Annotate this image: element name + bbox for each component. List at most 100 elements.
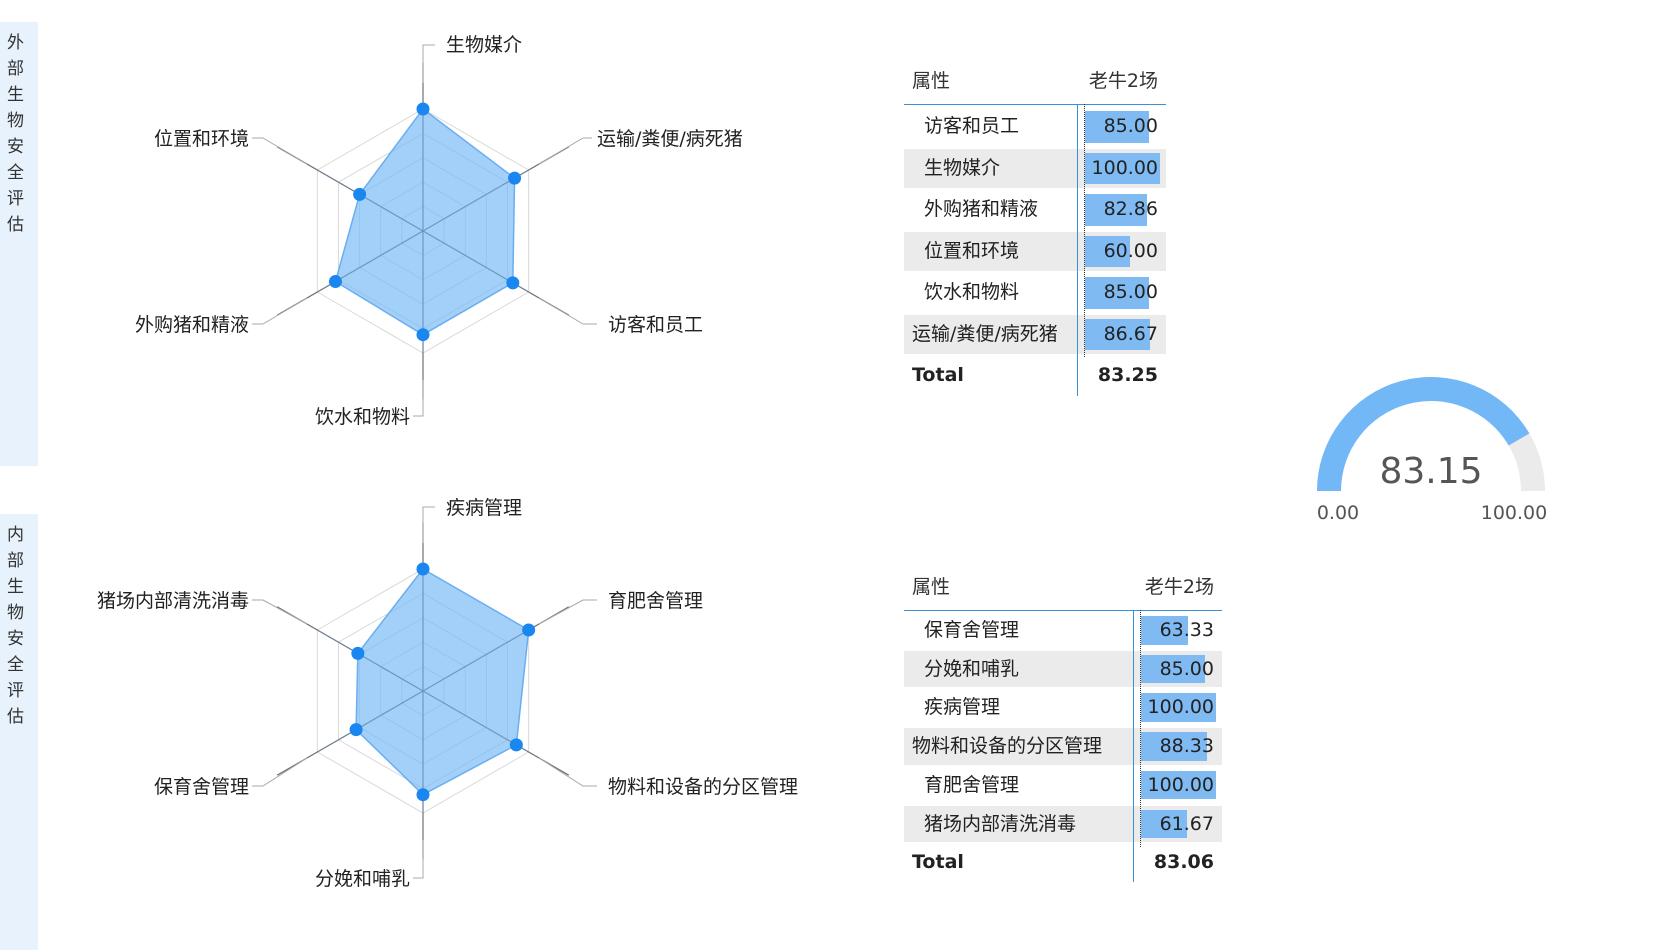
radar-axis-inner [317, 629, 424, 692]
table-cell-value: 85.00 [1103, 281, 1158, 303]
table-total-row: Total 83.06 [904, 844, 1222, 881]
table-cell-value: 82.86 [1103, 198, 1158, 220]
table-cell-value: 88.33 [1159, 735, 1214, 758]
table-row[interactable]: 育肥舍管理 100.00 [904, 767, 1222, 804]
radar-data-point[interactable] [328, 275, 342, 289]
sidebar-tab-external[interactable]: 外部生物安全评估 [0, 22, 38, 466]
column-header-farm[interactable]: 老牛2场 [1144, 576, 1214, 598]
radar-data-point[interactable] [416, 328, 430, 342]
radar-label-leader [413, 840, 424, 879]
table-total-label: Total [912, 851, 964, 874]
radar-data-point[interactable] [353, 187, 367, 201]
gauge-chart: 83.15 0.00 100.00 [1317, 377, 1547, 524]
table-data-bar [1141, 616, 1189, 645]
radar-axis-label: 猪场内部清洗消毒 [97, 590, 249, 612]
table-cell-attribute: 猪场内部清洗消毒 [924, 812, 1077, 835]
radar-data-point[interactable] [349, 723, 363, 737]
radar-axis-label: 饮水和物料 [315, 406, 410, 428]
table-cell-attribute: 外购猪和精液 [924, 198, 1039, 220]
table-header: 属性 老牛2场 [904, 554, 1222, 610]
table-row[interactable]: 物料和设备的分区管理 88.33 [904, 728, 1222, 765]
table-cell-attribute: 疾病管理 [924, 696, 1001, 719]
table-data-bar [1141, 732, 1208, 761]
radar-label-leader [413, 380, 424, 417]
radar-axis-label: 育肥舍管理 [608, 590, 703, 612]
gauge-min-label: 0.00 [1317, 502, 1359, 524]
table-data-bar [1141, 809, 1188, 839]
column-header-attribute[interactable]: 属性 [912, 70, 951, 92]
radar-data-point[interactable] [416, 562, 430, 576]
radar-axis-label: 生物媒介 [446, 34, 522, 56]
radar-data-point[interactable] [508, 171, 522, 185]
table-cell-attribute: 饮水和物料 [924, 281, 1020, 303]
table-data-bar [1141, 693, 1216, 723]
table-cell-value: 61.67 [1159, 812, 1214, 835]
table-cell-attribute: 生物媒介 [924, 156, 1001, 179]
radar-data-point[interactable] [416, 102, 430, 116]
radar-label-leader [252, 137, 308, 165]
table-cell-attribute: 分娩和哺乳 [924, 657, 1020, 680]
table-cell-value: 100.00 [1091, 156, 1158, 179]
table-cell-attribute: 物料和设备的分区管理 [912, 735, 1103, 758]
table-cell-value: 63.33 [1159, 619, 1214, 641]
table-data-bar [1141, 654, 1205, 684]
radar-axis-inner [317, 169, 424, 232]
table-cell-attribute: 育肥舍管理 [924, 773, 1020, 796]
radar-axis-label: 物料和设备的分区管理 [608, 776, 798, 798]
gauge-max-label: 100.00 [1481, 502, 1547, 524]
table-total-value: 83.06 [1153, 851, 1214, 874]
radar-label-leader [538, 757, 597, 787]
table-data-bar [1085, 318, 1150, 350]
radar-data-point[interactable] [506, 276, 520, 290]
radar-axis-label: 保育舍管理 [154, 776, 249, 798]
table-header: 属性 老牛2场 [904, 48, 1166, 104]
table-external: 属性 老牛2场 访客和员工 85.00 生物媒介 100.00 外购猪和精液 82.86 位… [904, 48, 1166, 398]
table-row[interactable]: 访客和员工 85.00 [904, 107, 1166, 147]
table-total-value: 83.25 [1097, 364, 1158, 386]
table-row[interactable]: 生物媒介 100.00 [904, 148, 1166, 188]
table-data-bar [1085, 235, 1130, 267]
table-cell-value: 100.00 [1147, 696, 1214, 719]
gauge-value-label: 83.15 [1379, 451, 1482, 492]
radar-data-point[interactable] [351, 646, 365, 660]
radar-data-point[interactable] [509, 738, 523, 752]
table-cell-value: 100.00 [1147, 773, 1214, 796]
radar-label-leader [252, 297, 308, 325]
table-row[interactable]: 保育舍管理 63.33 [904, 612, 1222, 649]
radar-axis-inner [317, 690, 424, 753]
column-header-farm[interactable]: 老牛2场 [1088, 70, 1158, 92]
radar-axis-label: 疾病管理 [446, 497, 522, 519]
radar-label-leader [538, 137, 592, 165]
sidebar-tab-internal[interactable]: 内部生物安全评估 [0, 514, 38, 950]
table-row[interactable]: 饮水和物料 85.00 [904, 273, 1166, 313]
radar-data-point[interactable] [416, 788, 430, 802]
table-cell-attribute: 保育舍管理 [924, 619, 1020, 641]
radar-series-area [355, 568, 530, 796]
radar-axis-label: 运输/粪便/病死猪 [597, 128, 743, 150]
radar-label-leader [422, 506, 435, 543]
table-cell-value: 85.00 [1103, 115, 1158, 137]
table-row[interactable]: 猪场内部清洗消毒 61.67 [904, 805, 1222, 843]
table-total-label: Total [912, 364, 964, 386]
column-header-attribute[interactable]: 属性 [912, 576, 951, 598]
table-row[interactable]: 疾病管理 100.00 [904, 689, 1222, 726]
table-cell-attribute: 运输/粪便/病死猪 [912, 322, 1058, 345]
table-cell-attribute: 位置和环境 [924, 239, 1020, 262]
radar-axis-label: 访客和员工 [608, 314, 703, 336]
radar-label-leader [422, 44, 435, 83]
table-row[interactable]: 外购猪和精液 82.86 [904, 190, 1166, 230]
table-data-bar [1141, 770, 1216, 800]
radar-data-point[interactable] [522, 623, 536, 637]
table-cell-attribute: 访客和员工 [924, 115, 1020, 137]
radar-axis-label: 分娩和哺乳 [315, 868, 410, 890]
sidebar-label-external: 外部生物安全评估 [7, 33, 24, 235]
table-total-row: Total 83.25 [904, 356, 1166, 396]
table-data-bar [1085, 111, 1149, 143]
radar-series-area [334, 107, 516, 336]
